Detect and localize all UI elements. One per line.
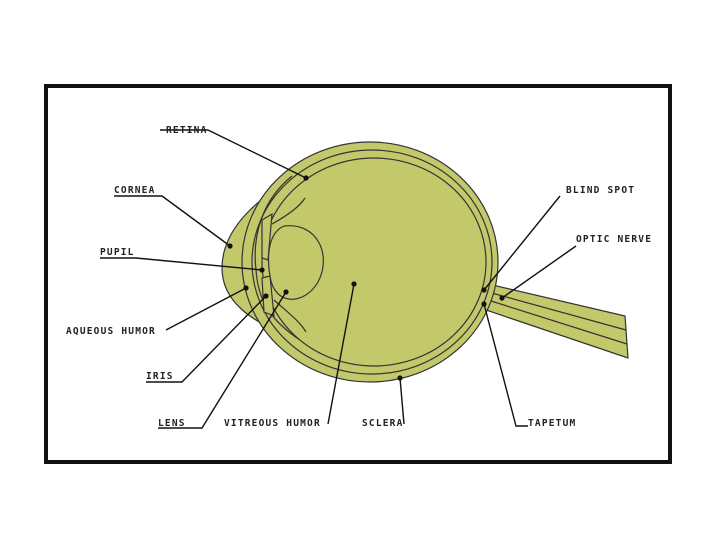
optic-nerve-pointer: [499, 245, 577, 301]
eyeball-sclera: [241, 141, 499, 383]
sclera-pointer: [397, 375, 405, 425]
label-retina: RETINA: [166, 125, 208, 136]
label-optic-nerve: OPTIC NERVE: [576, 234, 652, 245]
retina-pointer: [160, 129, 309, 181]
label-sclera: SCLERA: [362, 418, 404, 429]
retina-layer: [261, 157, 487, 367]
label-vitreous-humor: VITREOUS HUMOR: [224, 418, 321, 429]
label-iris: IRIS: [146, 371, 174, 382]
lens-shape: [267, 225, 324, 300]
ciliary-line-top: [271, 197, 306, 225]
vitreous-humor-pointer: [327, 281, 357, 425]
lens-pointer: [158, 289, 289, 429]
label-cornea: CORNEA: [114, 185, 156, 196]
label-pupil: PUPIL: [100, 247, 135, 258]
label-blind-spot: BLIND SPOT: [566, 185, 635, 196]
diagram-frame: [44, 84, 672, 464]
label-aqueous-humor: AQUEOUS HUMOR: [66, 326, 156, 337]
label-tapetum: TAPETUM: [528, 418, 576, 429]
blind-spot-pointer: [481, 195, 561, 293]
pupil-pointer: [100, 257, 265, 273]
aqueous-humor-pointer: [165, 285, 249, 331]
cornea-pointer: [114, 195, 233, 249]
choroid-layer: [251, 149, 493, 375]
tapetum-pointer: [481, 301, 528, 427]
iris-pointer: [146, 293, 269, 383]
label-lens: LENS: [158, 418, 186, 429]
